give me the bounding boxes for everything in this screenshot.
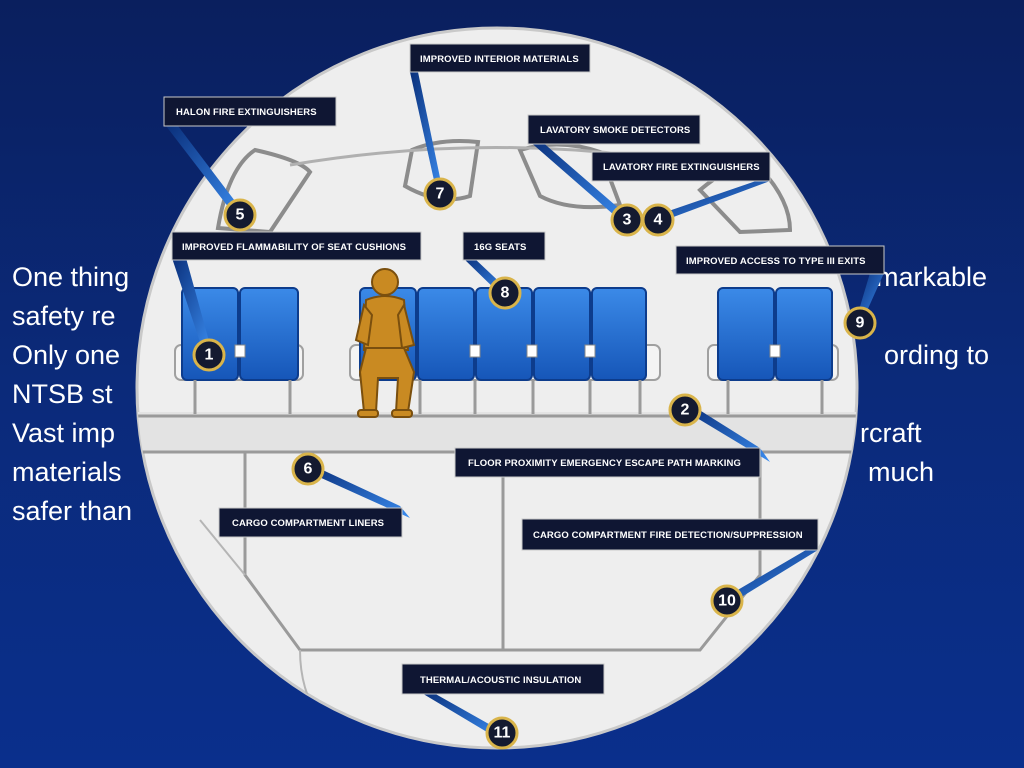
text-fragment: rcraft xyxy=(860,418,922,448)
callout-label: CARGO COMPARTMENT LINERS xyxy=(232,518,384,529)
marker-number: 11 xyxy=(494,725,511,742)
callout-label: 16G SEATS xyxy=(474,242,526,253)
text-fragment: markable xyxy=(876,262,988,292)
marker-1: 1 xyxy=(192,338,226,372)
marker-number: 9 xyxy=(856,315,865,332)
callout-1: IMPROVED FLAMMABILITY OF SEAT CUSHIONS xyxy=(171,231,422,261)
marker-5: 5 xyxy=(223,198,257,232)
text-fragment: much xyxy=(868,457,935,487)
text-line: safety re xyxy=(12,301,116,331)
callout-label: HALON FIRE EXTINGUISHERS xyxy=(176,107,317,118)
callout-label: IMPROVED ACCESS TO TYPE III EXITS xyxy=(686,256,866,267)
callout-label: CARGO COMPARTMENT FIRE DETECTION/SUPPRES… xyxy=(533,530,803,541)
callout-label: FLOOR PROXIMITY EMERGENCY ESCAPE PATH MA… xyxy=(468,458,741,469)
marker-9: 9 xyxy=(843,306,877,340)
callout-8: 16G SEATS xyxy=(462,231,546,261)
marker-2: 2 xyxy=(668,393,702,427)
callout-5: HALON FIRE EXTINGUISHERS xyxy=(163,96,337,127)
marker-10: 10 xyxy=(710,584,744,618)
marker-number: 8 xyxy=(501,285,510,302)
callout-label: IMPROVED FLAMMABILITY OF SEAT CUSHIONS xyxy=(182,242,406,253)
marker-number: 7 xyxy=(436,186,445,203)
text-line: safer than xyxy=(12,496,133,526)
marker-number: 1 xyxy=(205,347,214,364)
callout-7: IMPROVED INTERIOR MATERIALS xyxy=(409,43,591,73)
text-line: One thing xyxy=(12,262,130,292)
callout-2: FLOOR PROXIMITY EMERGENCY ESCAPE PATH MA… xyxy=(454,447,761,478)
callout-11: THERMAL/ACOUSTIC INSULATION xyxy=(401,663,605,695)
callout-4: LAVATORY FIRE EXTINGUISHERS xyxy=(591,151,771,182)
fuselage-circle xyxy=(135,26,859,750)
text-line: NTSB st xyxy=(12,379,113,409)
cargo-compartment xyxy=(243,452,762,652)
marker-4: 4 xyxy=(641,203,675,237)
marker-11: 11 xyxy=(485,716,519,750)
passenger-figure xyxy=(354,268,416,418)
marker-number: 6 xyxy=(304,461,313,478)
marker-7: 7 xyxy=(423,177,457,211)
marker-number: 2 xyxy=(681,402,690,419)
marker-number: 10 xyxy=(718,593,736,610)
marker-number: 3 xyxy=(623,212,632,229)
marker-8: 8 xyxy=(488,276,522,310)
callout-6: CARGO COMPARTMENT LINERS xyxy=(218,507,403,538)
callout-label: LAVATORY SMOKE DETECTORS xyxy=(540,125,690,136)
slide-text-left: One thing safety re Only one NTSB st Vas… xyxy=(12,258,132,531)
marker-number: 5 xyxy=(236,207,245,224)
callout-label: IMPROVED INTERIOR MATERIALS xyxy=(420,54,579,65)
cabin-floor xyxy=(137,412,857,452)
callout-label: THERMAL/ACOUSTIC INSULATION xyxy=(420,675,581,686)
text-line: Vast imp xyxy=(12,418,116,448)
text-fragment: ording to xyxy=(884,340,990,370)
callout-9: IMPROVED ACCESS TO TYPE III EXITS xyxy=(675,245,885,275)
callout-10: CARGO COMPARTMENT FIRE DETECTION/SUPPRES… xyxy=(521,518,819,551)
callout-3: LAVATORY SMOKE DETECTORS xyxy=(527,114,701,145)
seat-row-right xyxy=(707,287,839,414)
marker-3: 3 xyxy=(610,203,644,237)
marker-number: 4 xyxy=(654,212,663,229)
text-line: materials xyxy=(12,457,122,487)
text-line: Only one xyxy=(12,340,121,370)
overhead-bin xyxy=(517,142,623,210)
marker-6: 6 xyxy=(291,452,325,486)
callout-label: LAVATORY FIRE EXTINGUISHERS xyxy=(603,162,760,173)
